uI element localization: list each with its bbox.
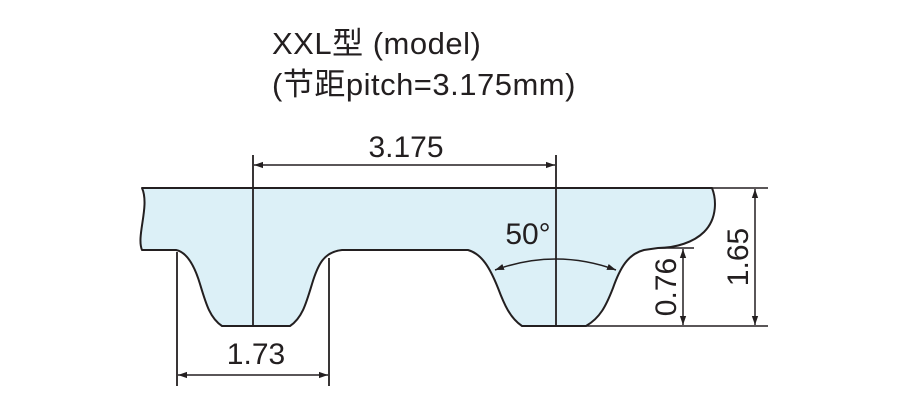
- angle-label: 50°: [505, 218, 550, 251]
- pitch-label: 3.175: [368, 131, 443, 164]
- belt-height-label: 1.65: [722, 228, 755, 286]
- angle-arc: [494, 258, 617, 271]
- diagram-subtitle: (节距pitch=3.175mm): [272, 67, 576, 102]
- tooth-height-label: 0.76: [650, 258, 683, 316]
- belt-profile: [139, 187, 716, 327]
- tooth-width-label: 1.73: [227, 338, 285, 371]
- diagram-title: XXL型 (model): [272, 26, 482, 61]
